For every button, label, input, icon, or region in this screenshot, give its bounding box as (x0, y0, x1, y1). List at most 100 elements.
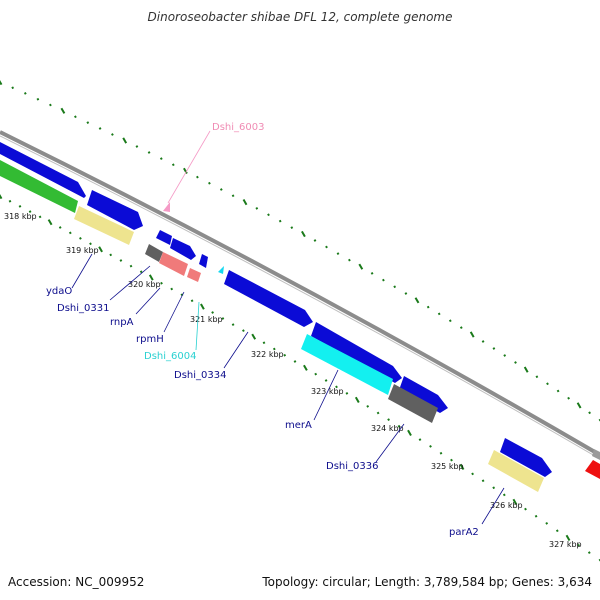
gene-arrow-khaki-2[interactable] (488, 450, 544, 492)
gene-arrow-blue-7[interactable] (399, 376, 448, 413)
gene-arrow-blue-3[interactable] (156, 230, 172, 245)
inner-tick-3 (28, 210, 32, 213)
gene-arrow-khaki-1[interactable] (74, 206, 134, 245)
inner-tick-10 (98, 246, 103, 253)
callout-dshi0334 (223, 331, 249, 369)
inner-tick-26 (262, 341, 266, 345)
gene-label-rpmh[interactable]: rpmH (136, 334, 164, 345)
inner-tick-15 (148, 274, 154, 281)
outer-tick-2 (23, 92, 27, 95)
gene-marker-dshi6004[interactable] (218, 266, 224, 274)
gene-label-dshi0334[interactable]: Dshi_0334 (174, 370, 226, 381)
gene-arrow-salmon-1[interactable] (159, 252, 188, 276)
outer-tick-46 (535, 375, 539, 379)
outer-tick-25 (301, 230, 306, 238)
inner-tick-22 (221, 317, 225, 320)
outer-tick-ring (0, 78, 600, 422)
kbp-label-320: 320 kbp (128, 280, 161, 289)
outer-tick-20 (242, 199, 248, 206)
genome-backbone-inner (0, 135, 600, 460)
inner-tick-51 (524, 507, 527, 511)
gene-label-mera[interactable]: merA (285, 420, 312, 431)
inner-tick-2 (18, 205, 22, 208)
inner-tick-27 (272, 347, 276, 351)
inner-tick-19 (190, 299, 194, 303)
callout-dshi6003 (167, 130, 211, 204)
gene-label-ydao[interactable]: ydaO (46, 286, 72, 297)
outer-tick-9 (111, 133, 114, 136)
gene-marker-dshi6003[interactable] (163, 202, 170, 212)
inner-tick-48 (492, 486, 496, 490)
gene-arrow-grey-1[interactable] (145, 244, 163, 262)
outer-tick-6 (74, 115, 77, 119)
inner-tick-40 (407, 429, 412, 436)
outer-tick-35 (414, 297, 420, 304)
inner-tick-44 (450, 458, 453, 462)
outer-tick-44 (514, 361, 517, 364)
outer-tick-33 (393, 285, 397, 289)
outer-tick-1 (11, 86, 15, 90)
outer-tick-5 (60, 107, 66, 114)
kbp-label-319: 319 kbp (66, 246, 99, 255)
gene-arrow-blue-8[interactable] (500, 438, 552, 477)
gene-arrow-salmon-2[interactable] (187, 268, 201, 282)
outer-tick-17 (208, 181, 211, 185)
inner-tick-47 (481, 479, 485, 483)
inner-tick-6 (58, 226, 62, 229)
outer-tick-29 (348, 258, 351, 262)
outer-tick-3 (36, 97, 40, 101)
kbp-labels: 318 kbp 319 kbp 320 kbp 321 kbp 322 kbp … (4, 212, 582, 549)
gene-label-dshi0331[interactable]: Dshi_0331 (57, 303, 109, 314)
outer-tick-18 (219, 188, 223, 191)
inner-tick-13 (129, 264, 133, 268)
inner-tick-38 (387, 418, 390, 421)
kbp-label-327: 327 kbp (549, 540, 582, 549)
callout-ydao (71, 253, 93, 289)
gene-arrow-grey-2[interactable] (388, 384, 438, 423)
gene-arrow-grey-edge[interactable] (592, 449, 600, 460)
gene-arrow-cyan-mera[interactable] (301, 334, 393, 395)
outer-tick-27 (325, 245, 328, 249)
outer-tick-7 (86, 121, 90, 124)
gene-arrow-blue-2[interactable] (87, 190, 143, 230)
outer-tick-48 (556, 389, 560, 393)
kbp-label-322: 322 kbp (251, 350, 284, 359)
inner-tick-50 (512, 498, 518, 505)
gene-label-dshi6004[interactable]: Dshi_6004 (144, 351, 196, 362)
inner-tick-34 (345, 392, 349, 395)
inner-tick-8 (79, 237, 82, 240)
inner-tick-55 (565, 534, 571, 541)
outer-tick-15 (183, 167, 188, 174)
inner-tick-28 (283, 353, 287, 357)
gene-arrow-red[interactable] (585, 460, 600, 479)
inner-tick-5 (47, 219, 53, 226)
inner-tick-30 (303, 364, 308, 371)
outer-tick-4 (49, 103, 52, 107)
gene-label-dshi6003[interactable]: Dshi_6003 (212, 122, 264, 133)
outer-tick-34 (404, 292, 408, 295)
map-title: Dinoroseobacter shibae DFL 12, complete … (147, 10, 453, 24)
gene-arrow-blue-4[interactable] (170, 238, 196, 260)
inner-tick-17 (170, 287, 174, 291)
inner-tick-4 (38, 215, 42, 219)
outer-tick-42 (492, 347, 496, 350)
outer-tick-39 (459, 326, 463, 329)
inner-tick-52 (534, 514, 538, 518)
outer-tick-52 (598, 418, 600, 422)
gene-label-para2[interactable]: parA2 (449, 527, 479, 538)
inner-tick-57 (587, 551, 591, 554)
gene-arrow-blue-6[interactable] (311, 322, 402, 383)
inner-tick-41 (418, 438, 422, 441)
gene-arrow-blue-1[interactable] (0, 142, 86, 198)
gene-arrow-blue-5[interactable] (199, 254, 208, 268)
outer-tick-31 (370, 272, 374, 275)
outer-tick-13 (159, 157, 163, 160)
genome-summary: Topology: circular; Length: 3,789,584 bp… (262, 575, 592, 589)
gene-arrow-blue-dshi0334[interactable] (224, 270, 313, 327)
accession-label: Accession: NC_009952 (8, 575, 145, 589)
gene-label-rnpa[interactable]: rnpA (110, 317, 134, 328)
gene-label-dshi0336[interactable]: Dshi_0336 (326, 461, 378, 472)
outer-tick-37 (437, 312, 441, 316)
outer-tick-51 (588, 411, 591, 415)
gene-arrow-green[interactable] (0, 160, 78, 213)
